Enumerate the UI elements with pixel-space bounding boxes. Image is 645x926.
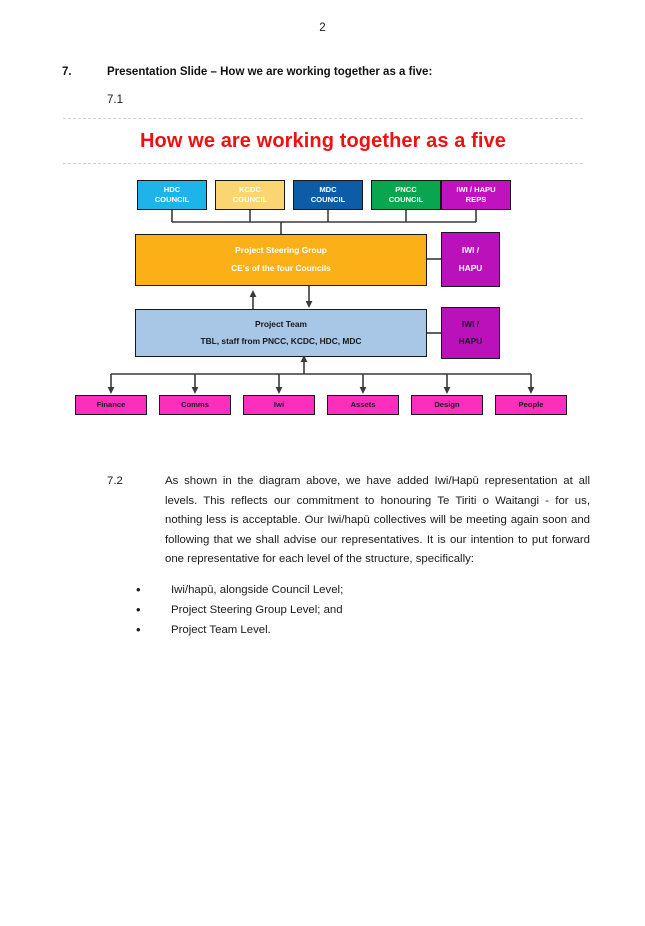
node-kcdc-council-line1: KCDC xyxy=(239,184,261,194)
clause-number-7-1: 7.1 xyxy=(107,94,123,106)
node-project-team-line2: TBL, staff from PNCC, KCDC, HDC, MDC xyxy=(200,335,362,346)
node-kcdc-council[interactable]: KCDC COUNCIL xyxy=(215,180,285,210)
node-project-steering-group-line1: Project Steering Group xyxy=(235,245,327,256)
node-workstream-people[interactable]: People xyxy=(495,395,567,415)
node-project-steering-group[interactable]: Project Steering Group CE's of the four … xyxy=(135,234,427,286)
paragraph-7-2-text: As shown in the diagram above, we have a… xyxy=(165,475,590,566)
node-workstream-finance[interactable]: Finance xyxy=(75,395,147,415)
node-iwi-hapu-steering[interactable]: IWI / HAPU xyxy=(441,232,500,287)
node-hdc-council-line1: HDC xyxy=(163,184,181,194)
node-iwi-hapu-team[interactable]: IWI / HAPU xyxy=(441,307,500,359)
node-project-team-line1: Project Team xyxy=(255,318,307,329)
node-workstream-comms[interactable]: Comms xyxy=(159,395,231,415)
node-iwi-hapu-reps-line1: IWI / HAPU xyxy=(456,184,496,194)
section-heading: 7. Presentation Slide – How we are workin… xyxy=(62,66,602,78)
node-kcdc-council-line2: COUNCIL xyxy=(232,195,268,204)
slide-title-placeholder: How we are working together as a five xyxy=(63,118,583,164)
node-pncc-council[interactable]: PNCC COUNCIL xyxy=(371,180,441,210)
page-number: 2 xyxy=(319,22,326,34)
node-iwi-hapu-team-line2: HAPU xyxy=(458,335,483,346)
section-heading-text: Presentation Slide – How we are working … xyxy=(107,66,433,78)
org-structure-diagram: HDC COUNCIL KCDC COUNCIL MDC COUNCIL PNC… xyxy=(63,166,583,438)
node-iwi-hapu-steering-line2: HAPU xyxy=(458,262,483,273)
node-pncc-council-line1: PNCC xyxy=(395,184,417,194)
node-mdc-council-line2: COUNCIL xyxy=(310,195,346,204)
node-workstream-assets[interactable]: Assets xyxy=(327,395,399,415)
bullet-list: Iwi/hapū, alongside Council Level; Proje… xyxy=(136,580,566,641)
node-mdc-council-line1: MDC xyxy=(319,184,337,194)
node-iwi-hapu-steering-line1: IWI / xyxy=(461,245,480,256)
node-project-team[interactable]: Project Team TBL, staff from PNCC, KCDC,… xyxy=(135,309,427,357)
list-item: Iwi/hapū, alongside Council Level; xyxy=(136,580,566,601)
section-heading-number: 7. xyxy=(62,66,72,78)
node-workstream-iwi[interactable]: Iwi xyxy=(243,395,315,415)
node-iwi-hapu-reps-line2: REPS xyxy=(465,195,487,204)
node-hdc-council-line2: COUNCIL xyxy=(154,195,190,204)
paragraph-7-2: 7.2 As shown in the diagram above, we ha… xyxy=(107,472,590,570)
paragraph-7-2-number: 7.2 xyxy=(107,475,123,487)
list-item: Project Team Level. xyxy=(136,620,566,641)
node-workstream-design[interactable]: Design xyxy=(411,395,483,415)
node-iwi-hapu-reps[interactable]: IWI / HAPU REPS xyxy=(441,180,511,210)
node-iwi-hapu-team-line1: IWI / xyxy=(461,318,480,329)
node-hdc-council[interactable]: HDC COUNCIL xyxy=(137,180,207,210)
node-project-steering-group-line2: CE's of the four Councils xyxy=(231,263,331,274)
node-mdc-council[interactable]: MDC COUNCIL xyxy=(293,180,363,210)
node-pncc-council-line2: COUNCIL xyxy=(388,195,424,204)
list-item: Project Steering Group Level; and xyxy=(136,600,566,621)
diagram-connectors xyxy=(107,210,535,394)
slide-title: How we are working together as a five xyxy=(139,129,507,152)
embedded-slide: How we are working together as a five xyxy=(63,118,583,438)
